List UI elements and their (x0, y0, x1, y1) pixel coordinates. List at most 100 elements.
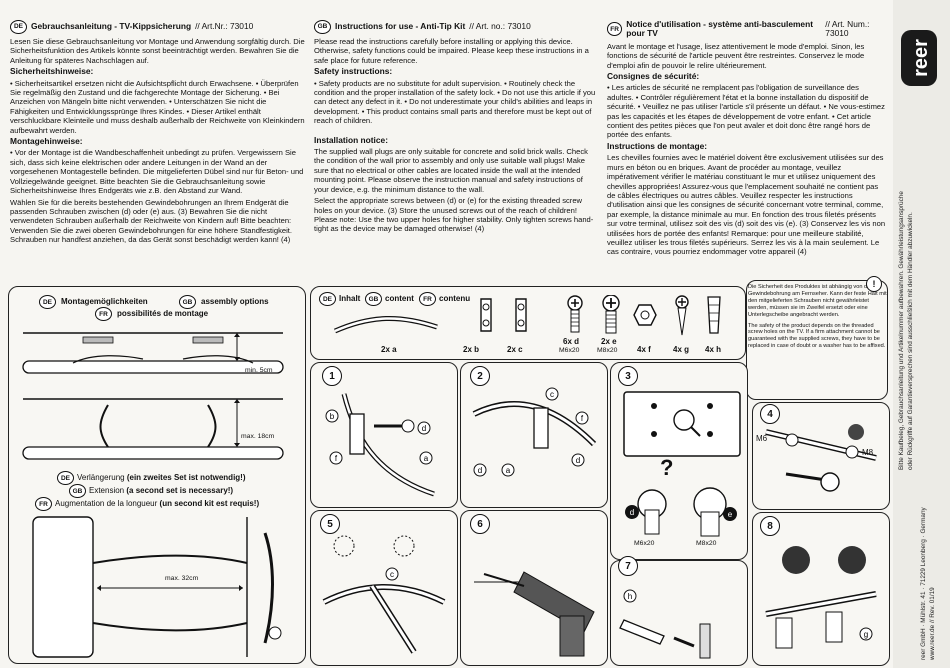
opt-title-gb: assembly options (201, 297, 269, 306)
tv-max-diagram (22, 398, 284, 460)
contents-label-gb: content (385, 294, 414, 303)
gb-title-row: GB Instructions for use - Anti-Tip Kit /… (314, 20, 596, 34)
contents-label-de: Inhalt (339, 294, 361, 303)
tv-min-diagram (22, 332, 284, 374)
svg-text:h: h (628, 592, 632, 601)
tv-extension-diagram (32, 516, 282, 658)
reer-logo: reer (901, 30, 937, 86)
de-mount-text: • Vor der Montage ist die Wandbeschaffen… (10, 148, 304, 196)
opt-gb-badge: GB (179, 295, 196, 309)
svg-text:d: d (422, 424, 426, 433)
fr-title-row: FR Notice d'utilisation - système anti-b… (607, 19, 887, 39)
step-6-number: 6 (470, 514, 490, 534)
svg-text:reer: reer (910, 39, 932, 77)
fr-mount-heading: Instructions de montage: (607, 140, 708, 151)
item-qty-e: 2x e (601, 337, 617, 346)
item-qty-d: 6x d (563, 337, 580, 346)
warning-icon: ! (866, 276, 882, 292)
fr-column: FR Notice d'utilisation - système anti-b… (607, 19, 887, 259)
warning-de: Die Sicherheit des Produktes ist abhängi… (748, 284, 887, 318)
fr-mount-text: Les chevilles fournies avec le matériel … (607, 153, 886, 257)
de-lang-badge: DE (10, 20, 27, 34)
step-4-diagram (765, 424, 877, 492)
max2-label: max. 32cm (165, 575, 199, 582)
brand-side-text-1: Bitte Kaufbeleg, Gebrauchsanleitung und … (898, 191, 905, 470)
item-qty-h: 4x h (705, 345, 722, 354)
step-2-diagram: c f d a d (472, 387, 597, 477)
step-3-diagram: d e (623, 391, 741, 537)
fr-intro: Avant le montage et l'usage, lisez atten… (607, 41, 865, 70)
svg-text:f: f (581, 414, 584, 423)
fr-artno: // Art. Num.: 73010 (825, 19, 870, 39)
svg-text:d: d (576, 456, 580, 465)
opt-title-de: Montagemöglichkeiten (61, 297, 148, 306)
bracket-c-icon (515, 298, 527, 332)
de-safety-heading: Sicherheitshinweise: (10, 66, 94, 77)
warning-box (746, 280, 888, 400)
item-qty-g: 4x g (673, 345, 690, 354)
item-qty-a: 2x a (381, 345, 397, 354)
gb-lang-badge: GB (314, 20, 331, 34)
opt-de-badge: DE (39, 295, 56, 309)
gb-intro: Please read the instructions carefully b… (314, 37, 589, 65)
de-safety-text: • Sicherheitsartikel ersetzen nicht die … (10, 78, 305, 135)
fr-lang-badge: FR (607, 22, 623, 37)
screw-d-icon (567, 295, 583, 333)
gb-mount-heading: Installation notice: (314, 134, 388, 145)
de-title: Gebrauchsanleitung - TV-Kippsicherung (31, 21, 192, 32)
gb-column: GB Instructions for use - Anti-Tip Kit /… (314, 20, 596, 236)
step-7-panel (610, 560, 748, 666)
svg-text:e: e (728, 510, 733, 519)
assembly-options-box: DE Montagemöglichkeiten GB assembly opti… (8, 286, 306, 664)
ext-gb: Extension (a second set is necessary!) (89, 486, 234, 495)
svg-text:c: c (550, 390, 554, 399)
opt-fr-badge: FR (95, 307, 112, 321)
svg-text:d: d (478, 466, 482, 475)
screw-e-icon (602, 295, 620, 334)
step-4-number: 4 (760, 404, 780, 424)
brand-side-text-2: oder Rückgriffe auf Garantieversprechen … (907, 212, 914, 470)
warning-gb: The safety of the product depends on the… (748, 322, 886, 350)
step3-question: ? (660, 455, 674, 480)
item-sub-d: M6x20 (559, 347, 580, 354)
ext-de-badge: DE (57, 471, 74, 485)
item-qty-f: 4x f (637, 345, 651, 354)
step3-m6: M6x20 (634, 540, 655, 547)
de-screws-text: Wählen Sie für die bereits bestehenden G… (10, 197, 293, 245)
max-label: max. 18cm (241, 433, 275, 440)
step-7-number: 7 (618, 556, 638, 576)
ext-de: Verlängerung (ein zweites Set ist notwen… (77, 473, 246, 482)
contents-fr-badge: FR (419, 292, 436, 306)
min-label: min. 5cm (245, 367, 273, 374)
brand-web: www.reer.de // Rev. 01/19 (929, 587, 936, 660)
step-7-diagram: h (619, 589, 711, 659)
svg-text:b: b (330, 412, 335, 421)
step-1-panel (310, 362, 458, 508)
svg-text:d: d (630, 508, 634, 517)
wall-plug-h-icon (707, 296, 721, 334)
svg-text:f: f (335, 454, 338, 463)
svg-text:a: a (506, 466, 511, 475)
step-8-diagram: g (765, 546, 877, 649)
fr-safety-heading: Consignes de sécurité: (607, 71, 700, 82)
step4-m6: M6 (756, 434, 768, 443)
item-qty-c: 2x c (507, 345, 523, 354)
strap-a-icon (333, 315, 438, 334)
de-artno: // Art.Nr.: 73010 (195, 21, 254, 32)
opt-title-fr: possibilités de montage (117, 309, 209, 318)
step-2-number: 2 (470, 366, 490, 386)
step4-m8: M8 (862, 448, 874, 457)
contents-gb-badge: GB (365, 292, 382, 306)
ext-gb-badge: GB (69, 484, 86, 498)
contents-box: DE Inhalt GB content FR contenu (310, 286, 746, 360)
de-intro: Lesen Sie diese Gebrauchsanleitung vor M… (10, 37, 305, 65)
gb-title: Instructions for use - Anti-Tip Kit (335, 21, 466, 32)
ext-fr: Augmentation de la longueur (un second k… (55, 499, 260, 508)
step-3-number: 3 (618, 366, 638, 386)
fr-title: Notice d'utilisation - système anti-basc… (626, 19, 813, 39)
de-mount-heading: Montagehinweise: (10, 136, 83, 147)
svg-text:c: c (390, 570, 394, 579)
svg-text:g: g (864, 630, 868, 639)
step-5-diagram: c (322, 535, 446, 654)
